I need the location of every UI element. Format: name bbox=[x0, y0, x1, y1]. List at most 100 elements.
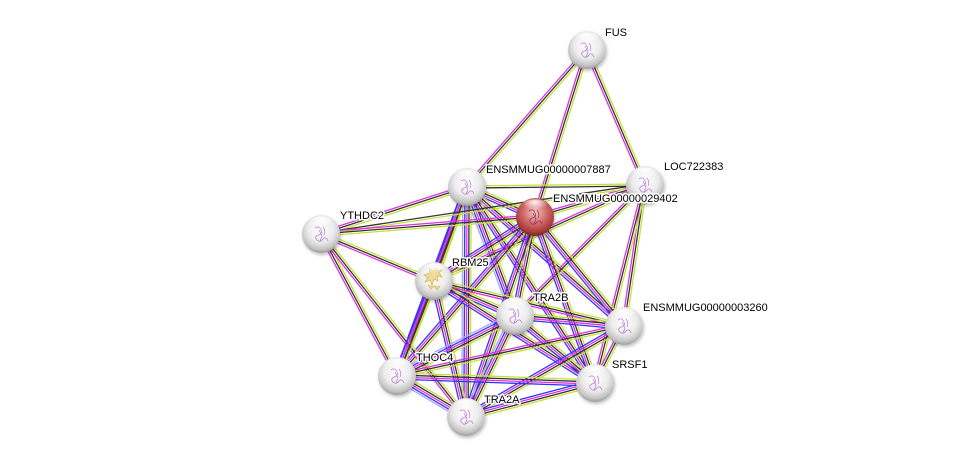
edge-line-coexpression bbox=[594, 184, 646, 384]
edge-line-textmining bbox=[469, 317, 520, 420]
edge-FUS-ENSMMUG00000007887[interactable] bbox=[464, 48, 590, 189]
edge-line-database bbox=[465, 379, 595, 415]
edge-line-textmining bbox=[535, 186, 646, 220]
edge-ENSMMUG00000003260-THOC4[interactable] bbox=[396, 323, 625, 379]
edge-ENSMMUG00000029402-ENSMMUG00000003260[interactable] bbox=[532, 214, 627, 329]
node-label: TRA2A bbox=[484, 394, 520, 406]
edge-line-textmining bbox=[596, 185, 648, 384]
edge-line-database bbox=[395, 313, 515, 375]
edge-line-coexpression bbox=[320, 233, 435, 282]
node-label: SRSF1 bbox=[612, 359, 647, 371]
edge-line-database bbox=[531, 217, 593, 385]
edge-line-coexpression bbox=[397, 217, 537, 378]
edge-line-textmining bbox=[536, 50, 590, 218]
edge-line-textmining bbox=[321, 231, 436, 280]
edge-line-experiments bbox=[433, 215, 535, 281]
edge-line-coexpression bbox=[320, 186, 468, 235]
edge-line-experiments bbox=[533, 217, 595, 384]
edge-line-database bbox=[464, 322, 623, 415]
edge-line-textmining bbox=[434, 278, 625, 325]
edge-line-experiments bbox=[396, 315, 516, 377]
sphere-highlight bbox=[501, 298, 529, 313]
edge-line-database bbox=[396, 378, 595, 387]
edge-ENSMMUG00000029402-YTHDC2[interactable] bbox=[320, 214, 536, 237]
edge-LOC722383-SRSF1[interactable] bbox=[592, 184, 648, 384]
node-label: LOC722383 bbox=[664, 161, 723, 173]
edge-ENSMMUG00000003260-TRA2A[interactable] bbox=[464, 322, 626, 421]
edge-line-textmining bbox=[588, 48, 648, 185]
edge-YTHDC2-THOC4[interactable] bbox=[318, 232, 400, 378]
node-label-halo: ENSMMUG00000007887 bbox=[486, 164, 611, 176]
node-label: THOC4 bbox=[416, 352, 453, 364]
edge-line-coexpression bbox=[535, 215, 626, 326]
edge-line-textmining bbox=[397, 327, 625, 379]
edge-line-coexpression bbox=[397, 374, 596, 383]
edge-line-textmining bbox=[466, 183, 645, 187]
edge-LOC722383-TRA2B[interactable] bbox=[513, 183, 647, 318]
edge-line-experiments bbox=[318, 234, 396, 378]
node-label-halo: ENSMMUG00000003260 bbox=[643, 302, 768, 314]
edge-TRA2B-THOC4[interactable] bbox=[394, 311, 518, 381]
edge-LOC722383-YTHDC2[interactable] bbox=[320, 183, 646, 236]
edge-line-textmining bbox=[321, 188, 468, 237]
edge-line-textmining bbox=[516, 186, 647, 318]
node-label-halo: THOC4 bbox=[416, 352, 453, 364]
edge-YTHDC2-RBM25[interactable] bbox=[319, 231, 436, 284]
edge-line-coexpression bbox=[320, 233, 467, 418]
edge-line-coexpression bbox=[320, 183, 645, 234]
edge-SRSF1-TRA2A[interactable] bbox=[465, 379, 596, 421]
sphere-highlight bbox=[307, 216, 335, 231]
edge-line-coexpression bbox=[320, 233, 398, 377]
edge-line-experiments bbox=[532, 49, 586, 217]
edge-line-coexpression bbox=[397, 317, 517, 379]
edge-line-coexpression bbox=[466, 326, 625, 419]
edge-line-experiments bbox=[320, 184, 467, 233]
edge-line-experiments bbox=[533, 217, 624, 328]
edge-line-experiments bbox=[465, 186, 468, 418]
edge-ENSMMUG00000007887-LOC722383[interactable] bbox=[466, 183, 646, 189]
edge-line-coexpression bbox=[467, 185, 646, 189]
edge-line-textmining bbox=[436, 280, 470, 417]
edge-YTHDC2-TRA2A[interactable] bbox=[318, 232, 469, 419]
node-label-halo: RBM25 bbox=[452, 257, 489, 269]
edge-line-textmining bbox=[537, 215, 599, 383]
edge-line-experiments bbox=[592, 184, 644, 383]
node-label: YTHDC2 bbox=[340, 210, 384, 222]
edge-line-textmining bbox=[467, 328, 626, 421]
edge-line-coexpression bbox=[466, 383, 596, 419]
edge-line-experiments bbox=[396, 323, 624, 375]
node-label-halo: ENSMMUG00000029402 bbox=[553, 193, 678, 205]
edge-line-database bbox=[464, 188, 623, 329]
edge-ENSMMUG00000007887-YTHDC2[interactable] bbox=[320, 184, 468, 237]
node-label: RBM25 bbox=[452, 257, 489, 269]
sphere-highlight bbox=[521, 199, 549, 214]
edge-FUS-ENSMMUG00000029402[interactable] bbox=[532, 49, 590, 218]
edge-ENSMMUG00000029402-SRSF1[interactable] bbox=[531, 215, 599, 385]
sphere-highlight bbox=[383, 358, 411, 373]
edge-line-experiments bbox=[318, 234, 465, 419]
edge-line-database bbox=[430, 281, 464, 418]
edge-FUS-LOC722383[interactable] bbox=[584, 48, 648, 187]
edge-line-textmining bbox=[322, 232, 469, 417]
edge-line-experiments bbox=[320, 214, 535, 233]
node-label-halo: SRSF1 bbox=[612, 359, 647, 371]
node-label: ENSMMUG00000003260 bbox=[643, 302, 768, 314]
edge-line-textmining bbox=[536, 214, 627, 325]
edge-line-experiments bbox=[464, 48, 586, 187]
node-label-halo: LOC722383 bbox=[664, 161, 723, 173]
edge-line-homology bbox=[394, 311, 514, 373]
edge-line-coexpression bbox=[586, 49, 646, 186]
edge-THOC4-SRSF1[interactable] bbox=[396, 372, 596, 387]
